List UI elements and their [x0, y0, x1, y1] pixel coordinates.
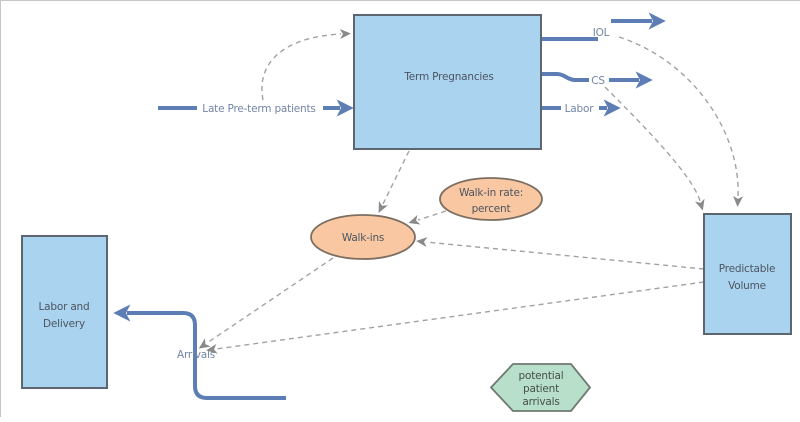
- connector-walkinrate-to-walkins: [408, 210, 447, 225]
- predictable-volume-label-line2: Volume: [728, 280, 766, 292]
- potential-patient-arrivals-line1: potential: [519, 370, 564, 382]
- labor-and-delivery-label-line2: Delivery: [43, 318, 85, 330]
- arrivals-flow-label[interactable]: Arrivals: [177, 349, 215, 361]
- connector-iol-to-predictablevolume: [618, 36, 744, 207]
- walk-in-rate-aux[interactable]: [439, 177, 543, 221]
- connector-latepreterm-to-termpregnancies: [261, 29, 351, 101]
- potential-patient-arrivals-hexagon[interactable]: [489, 363, 592, 412]
- labor-and-delivery-stock[interactable]: [21, 235, 108, 389]
- predictable-volume-label-line1: Predictable: [719, 263, 775, 275]
- walk-in-rate-label-line2: percent: [472, 203, 511, 215]
- iol-flow-label[interactable]: IOL: [593, 27, 610, 39]
- cs-flow-pipe: [541, 72, 589, 82]
- term-pregnancies-stock[interactable]: [353, 14, 542, 150]
- connector-predictablevolume-to-walkins: [416, 237, 705, 270]
- arrivals-flow-pipe: [113, 304, 286, 400]
- walk-ins-label: Walk-ins: [342, 232, 384, 244]
- term-pregnancies-label: Term Pregnancies: [403, 71, 493, 83]
- connector-termpregnancies-to-walkins: [378, 150, 410, 213]
- potential-patient-arrivals-line3: arrivals: [522, 396, 559, 408]
- labor-flow-label[interactable]: Labor: [565, 103, 595, 115]
- walk-ins-aux[interactable]: [310, 214, 416, 260]
- walk-in-rate-label-line1: Walk-in rate:: [459, 187, 523, 199]
- labor-and-delivery-label-line1: Labor and: [39, 301, 90, 313]
- predictable-volume-stock[interactable]: [703, 213, 792, 335]
- cs-flow-label[interactable]: CS: [591, 75, 605, 87]
- late-preterm-flow-label[interactable]: Late Pre-term patients: [202, 103, 316, 115]
- potential-patient-arrivals-line2: patient: [523, 383, 559, 395]
- connector-predictablevolume-to-arrivals: [206, 281, 705, 354]
- connector-walkins-to-arrivals: [198, 257, 334, 349]
